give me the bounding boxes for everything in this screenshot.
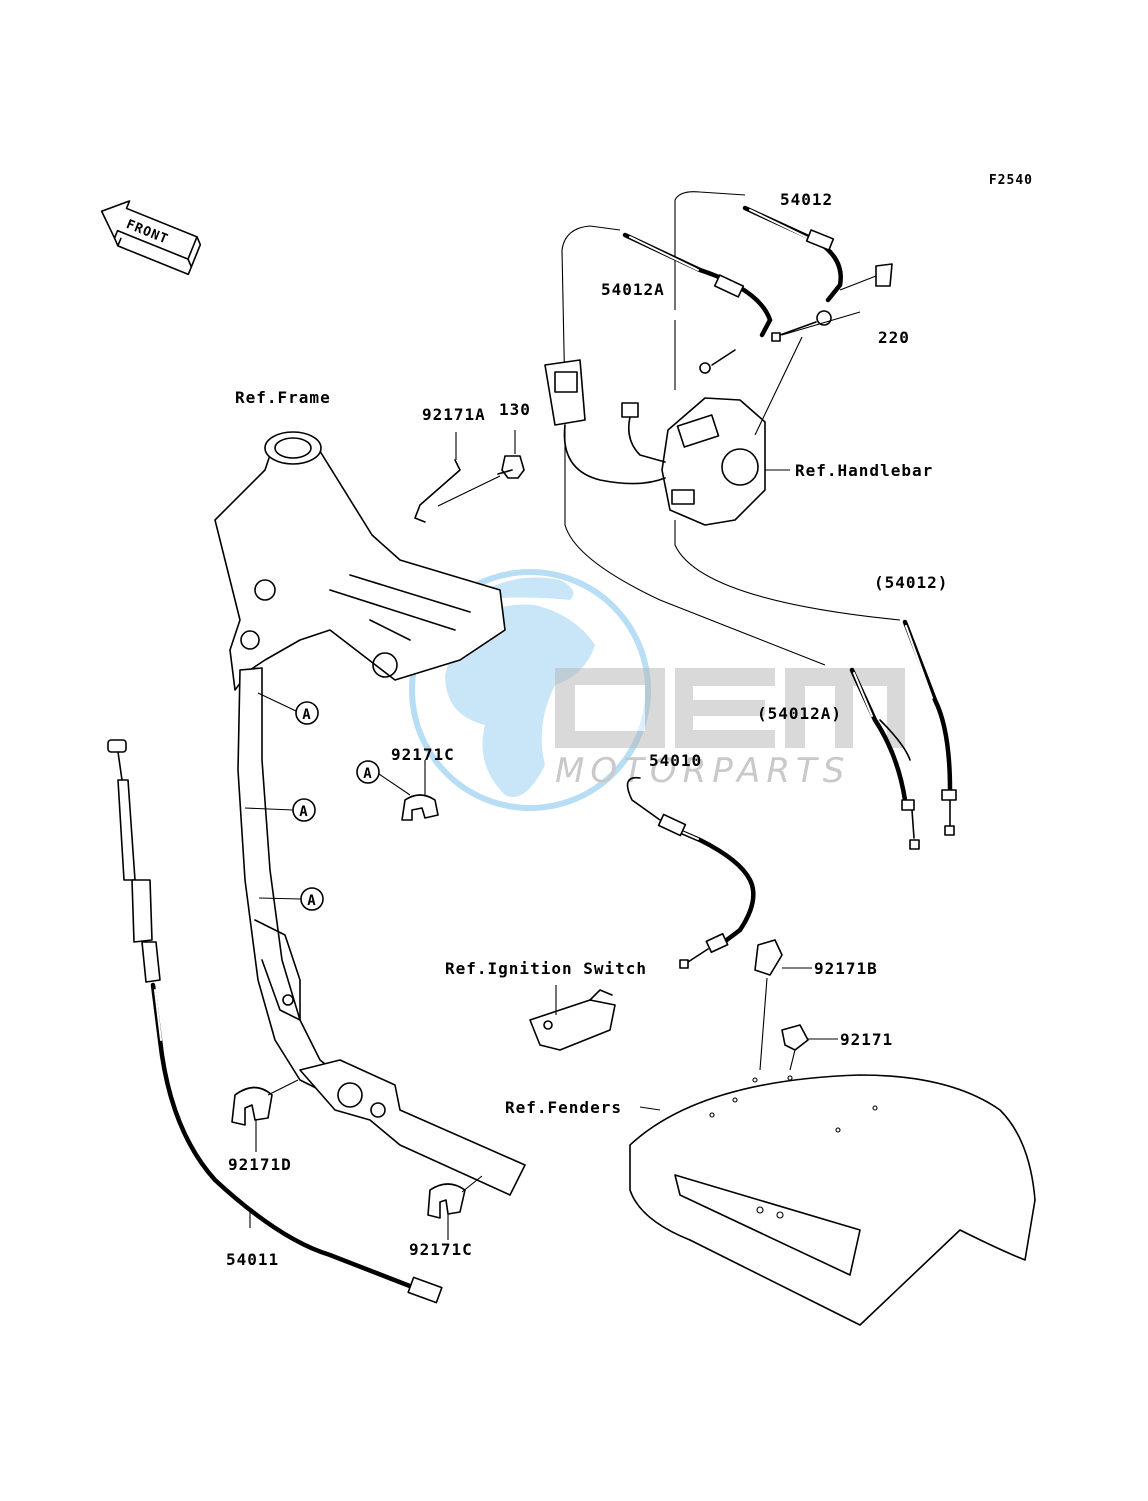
label-92171b: 92171B: [814, 959, 878, 978]
clamp-92171: [781, 1024, 838, 1051]
watermark: MOTORPARTS: [409, 569, 905, 811]
clamp-92171c-bottom: [427, 1175, 483, 1240]
callout-markers: A A A A: [244, 692, 411, 911]
label-130: 130: [499, 400, 531, 419]
label-54010: 54010: [649, 751, 702, 770]
clamp-92171d: [231, 1079, 299, 1152]
ignition-switch: [529, 985, 616, 1051]
label-54012-paren: (54012): [874, 573, 948, 592]
label-54012a-paren: (54012A): [757, 704, 842, 723]
label-92171c-bottom: 92171C: [409, 1240, 473, 1259]
label-220: 220: [878, 328, 910, 347]
label-ref-frame: Ref.Frame: [235, 388, 331, 407]
callout-a-1: A: [302, 707, 311, 723]
callout-a-2: A: [299, 804, 308, 820]
clamp-92171c-top: [401, 760, 439, 821]
clamp-92171b: [754, 939, 812, 976]
label-ref-fenders: Ref.Fenders: [505, 1098, 622, 1117]
label-ref-ignition-switch: Ref.Ignition Switch: [445, 959, 647, 978]
part-labels: 54012 54012A 220 Ref.Frame 92171A 130 Re…: [226, 190, 948, 1269]
cable-54010: [626, 776, 756, 969]
callout-a-4: A: [363, 766, 372, 782]
handlebar-switch: [544, 336, 901, 666]
label-54011: 54011: [226, 1250, 279, 1269]
label-92171c-top: 92171C: [391, 745, 455, 764]
bracket-92171a: [414, 432, 461, 523]
label-92171a: 92171A: [422, 405, 486, 424]
watermark-subtitle: MOTORPARTS: [555, 751, 850, 791]
clutch-cable-54011: [107, 739, 443, 1304]
label-54012a: 54012A: [601, 280, 665, 299]
front-arrow-icon: FRONT: [100, 200, 202, 276]
callout-a-3: A: [307, 893, 316, 909]
brand-logo: [555, 668, 905, 748]
label-92171: 92171: [840, 1030, 893, 1049]
frame: [214, 431, 526, 1196]
cable-ends-lower: [849, 619, 957, 850]
figure-code: F2540: [989, 173, 1033, 188]
label-ref-handlebar: Ref.Handlebar: [795, 461, 933, 480]
bolt-130: [437, 430, 525, 507]
label-54012: 54012: [780, 190, 833, 209]
rear-fender: [629, 1074, 1036, 1326]
label-92171d: 92171D: [228, 1155, 292, 1174]
throttle-cables: [561, 191, 893, 401]
